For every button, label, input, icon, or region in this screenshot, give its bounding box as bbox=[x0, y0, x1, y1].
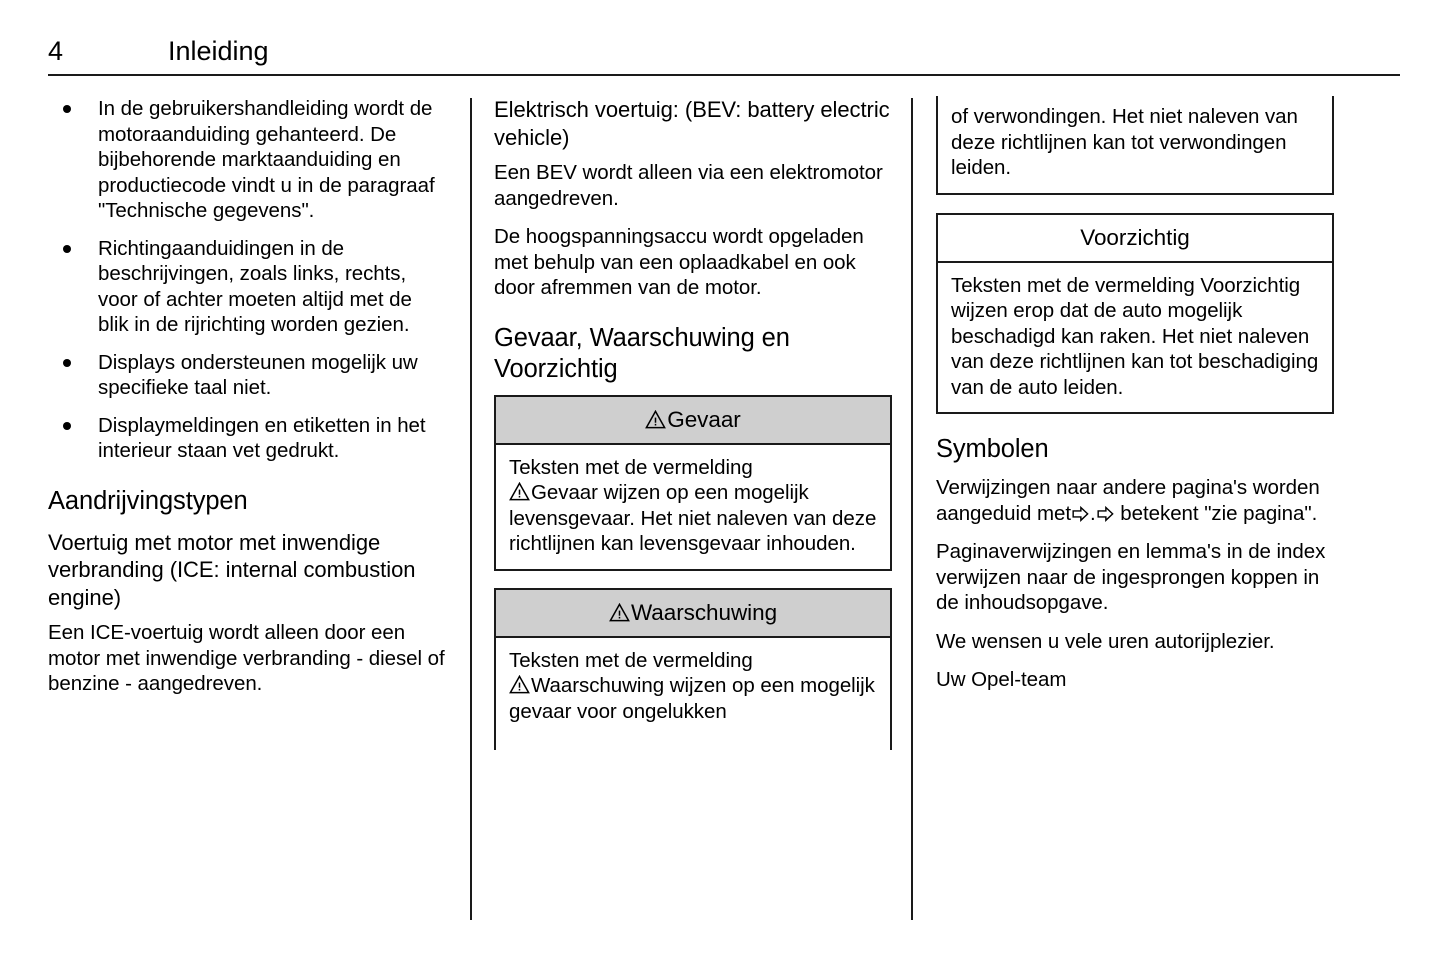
page-number: 4 bbox=[48, 36, 64, 66]
paragraph-closing: We wensen u vele uren autorijplezier. bbox=[936, 629, 1275, 653]
paragraph-page-references: Verwijzingen naar andere pagina's worden… bbox=[936, 475, 1334, 526]
page-header: 4 Inleiding bbox=[48, 32, 1400, 76]
list-item-text: Displaymeldingen en etiketten in het int… bbox=[98, 413, 426, 463]
warning-notice-header: Waarschuwing bbox=[496, 589, 890, 638]
paragraph-ice: Een ICE-voertuig wordt alleen door een m… bbox=[48, 621, 445, 695]
warning-notice-continued-body: of verwondingen. Het niet naleven van de… bbox=[951, 105, 1298, 179]
subsection-heading-ice: Voertuig met motor met inwendige verbran… bbox=[48, 529, 416, 610]
section-heading-notices: Gevaar, Waarschuwing en Voorzichtig bbox=[494, 323, 790, 383]
paragraph-refs-part1: Verwijzingen naar andere pagina's worden… bbox=[936, 476, 1320, 525]
warning-triangle-icon bbox=[509, 675, 530, 694]
caution-notice-box: Voorzichtig Teksten met de vermelding Vo… bbox=[936, 212, 1334, 414]
content-columns: In de gebruikershandleiding wordt de mot… bbox=[0, 96, 1445, 926]
list-item-text: Displays ondersteunen mogelijk uw specif… bbox=[98, 350, 418, 400]
list-item: Displays ondersteunen mogelijk uw specif… bbox=[48, 350, 448, 401]
paragraph-bev-1: Een BEV wordt alleen via een elektromoto… bbox=[494, 161, 883, 210]
warning-triangle-icon bbox=[609, 602, 630, 622]
bullet-icon bbox=[63, 244, 71, 253]
list-item: Richtingaanduidingen in de beschrijvinge… bbox=[48, 236, 448, 338]
chapter-title: Inleiding bbox=[168, 36, 269, 66]
danger-notice-body-lead: Teksten met de vermelding bbox=[509, 455, 753, 479]
paragraph-index-references: Paginaverwijzingen en lemma's in de inde… bbox=[936, 540, 1326, 614]
paragraph-bev-2: De hoogspanningsaccu wordt opgeladen met… bbox=[494, 225, 864, 299]
warning-triangle-icon bbox=[509, 482, 530, 501]
column-2: Elektrisch voertuig: (BEV: battery elect… bbox=[494, 96, 892, 926]
subsection-heading-bev: Elektrisch voertuig: (BEV: battery elect… bbox=[494, 97, 890, 150]
caution-notice-header: Voorzichtig bbox=[938, 214, 1332, 263]
bullet-icon bbox=[63, 105, 71, 113]
column-divider-2 bbox=[911, 98, 913, 920]
signature-line: Uw Opel-team bbox=[936, 668, 1067, 691]
bullet-icon bbox=[63, 358, 71, 367]
danger-notice-box: Gevaar Teksten met de vermelding Gevaar … bbox=[494, 394, 892, 571]
warning-notice-title: Waarschuwing bbox=[630, 599, 778, 625]
danger-notice-header: Gevaar bbox=[496, 396, 890, 445]
caution-notice-body: Teksten met de vermelding Voorzichtig wi… bbox=[951, 273, 1319, 399]
list-item: Displaymeldingen en etiketten in het int… bbox=[48, 413, 448, 464]
column-1: In de gebruikershandleiding wordt de mot… bbox=[48, 96, 448, 926]
danger-notice-title: Gevaar bbox=[667, 406, 741, 432]
warning-notice-body-lead: Teksten met de vermelding bbox=[509, 648, 753, 672]
warning-notice-body-rest: Waarschuwing wijzen op een mogelijk geva… bbox=[509, 674, 875, 723]
section-heading-aandrijvingstypen: Aandrijvingstypen bbox=[48, 486, 248, 515]
warning-triangle-icon bbox=[645, 409, 667, 429]
warning-notice-box: Waarschuwing Teksten met de vermelding W… bbox=[494, 587, 892, 751]
bullet-icon bbox=[63, 421, 71, 430]
column-divider-1 bbox=[470, 98, 472, 920]
section-heading-symbolen: Symbolen bbox=[936, 435, 1049, 463]
column-3: of verwondingen. Het niet naleven van de… bbox=[936, 96, 1334, 926]
intro-bullet-list: In de gebruikershandleiding wordt de mot… bbox=[48, 96, 448, 464]
list-item: In de gebruikershandleiding wordt de mot… bbox=[48, 96, 448, 224]
warning-notice-body: Teksten met de vermelding Waarschuwing w… bbox=[496, 638, 890, 751]
right-arrow-outline-icon bbox=[1072, 505, 1089, 522]
list-item-text: Richtingaanduidingen in de beschrijvinge… bbox=[98, 236, 412, 337]
paragraph-refs-part2: . bbox=[1089, 501, 1096, 525]
danger-notice-body: Teksten met de vermelding Gevaar wijzen … bbox=[496, 445, 890, 569]
danger-notice-body-rest: Gevaar wijzen op een mogelijk levensgeva… bbox=[509, 481, 877, 555]
right-arrow-outline-icon bbox=[1097, 505, 1114, 522]
list-item-text: In de gebruikershandleiding wordt de mot… bbox=[98, 97, 435, 222]
paragraph-refs-part3: betekent "zie pagina". bbox=[1120, 501, 1318, 525]
warning-notice-box-continued: of verwondingen. Het niet naleven van de… bbox=[936, 96, 1334, 195]
